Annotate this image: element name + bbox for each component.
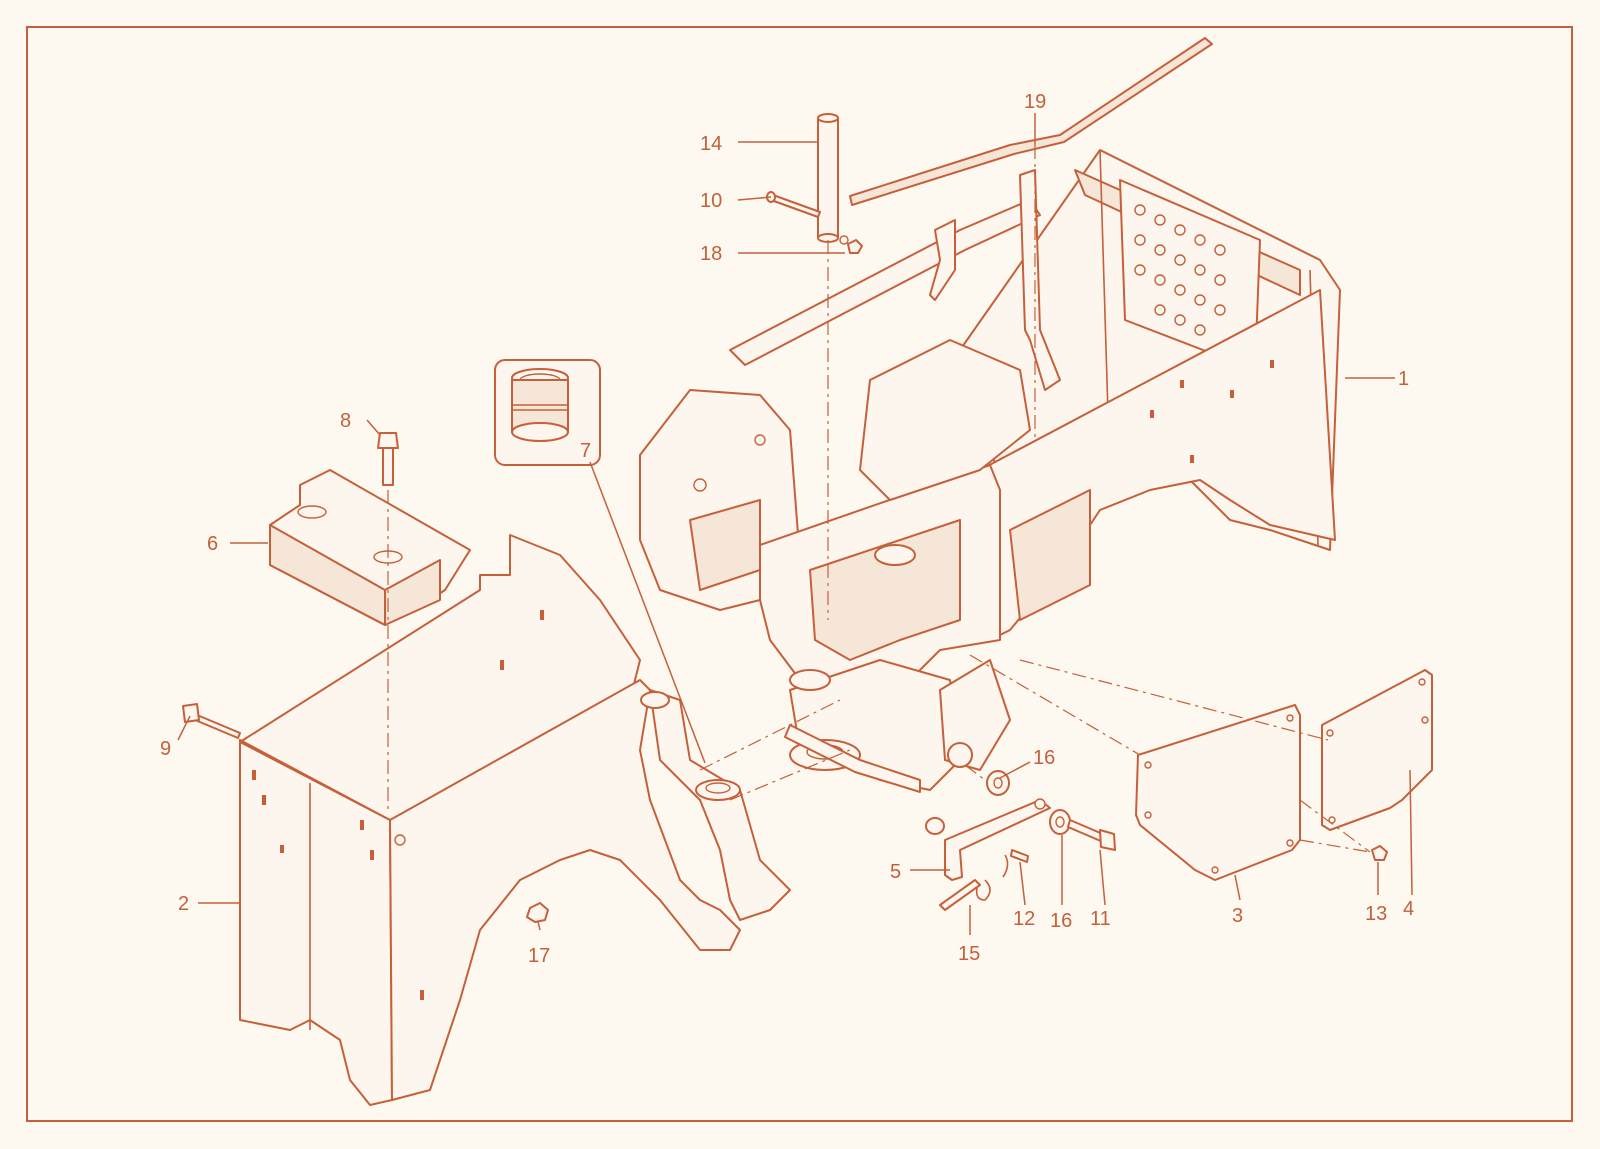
washer-lower [1049,809,1071,835]
main-frame [639,149,1341,793]
assembly-lines [387,145,1371,853]
callout-3: 3 [1232,905,1243,927]
callout-16-lower: 16 [1050,910,1072,932]
callout-16-upper: 16 [1033,747,1055,769]
cover-plate-large [1135,704,1301,881]
top-rail-bar [849,37,1213,206]
chassis-bolt [182,703,241,739]
pin-bolt [766,191,821,218]
callout-10: 10 [700,190,722,212]
callout-4: 4 [1403,898,1414,920]
callout-5: 5 [890,861,901,883]
callout-2: 2 [178,893,189,915]
callout-12: 12 [1013,908,1035,930]
washer-upper [986,770,1010,796]
small-screw [1010,849,1029,863]
diagram-border [26,26,1573,1122]
front-chassis [239,534,791,1106]
callout-7: 7 [580,440,591,462]
chassis-nut [526,902,549,923]
callout-1: 1 [1398,368,1409,390]
callout-18: 18 [700,243,722,265]
callout-17: 17 [528,945,550,967]
pin-nut [839,235,863,254]
leader-lines [177,113,1413,935]
lynch-clip [939,854,1009,911]
counterweight-block [269,469,471,626]
callout-15: 15 [958,943,980,965]
spacer-ring [925,817,945,835]
cover-plate-small [1321,669,1433,831]
callout-19: 19 [1024,91,1046,113]
link-bolt [1067,819,1116,851]
callout-8: 8 [340,410,351,432]
grid-holes [1134,204,1226,336]
callout-13: 13 [1365,903,1387,925]
cover-screw [1371,845,1388,861]
callout-labels: 1 2 3 4 5 6 7 8 9 10 11 12 13 14 15 16 1… [160,91,1414,967]
bushing-inset [494,359,601,466]
callout-6: 6 [207,533,218,555]
lock-link-bar [944,798,1051,881]
callout-14: 14 [700,133,722,155]
callout-11: 11 [1090,908,1111,930]
pivot-pin [817,113,839,243]
callout-9: 9 [160,738,171,760]
block-bolt [377,432,399,486]
